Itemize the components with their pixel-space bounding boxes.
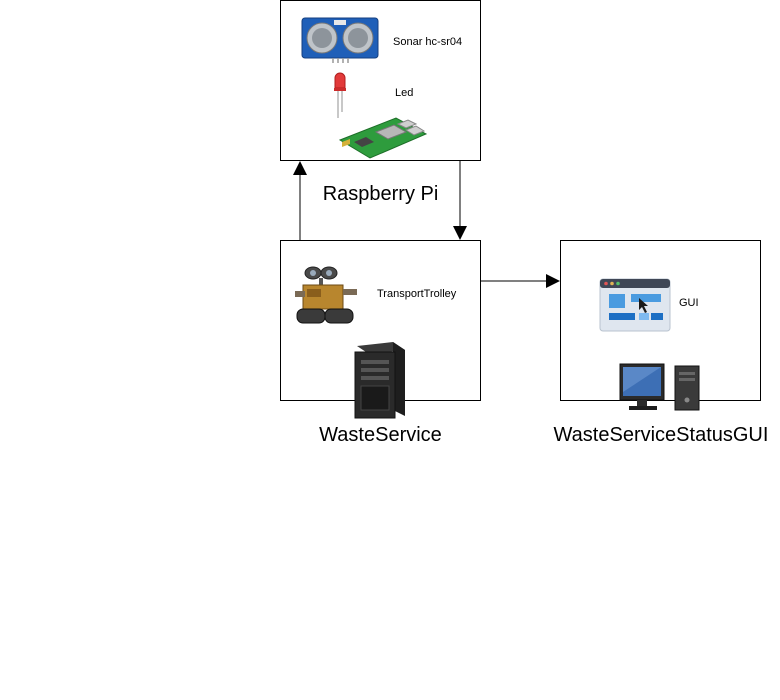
server-tower-icon xyxy=(349,340,411,425)
arrow-raspberry-to-waste-service xyxy=(453,161,467,240)
robot-icon xyxy=(293,263,365,332)
gui-label: GUI xyxy=(679,297,699,309)
ultrasonic-sensor-icon xyxy=(300,14,380,69)
app-window-icon xyxy=(599,278,671,337)
raspberry-pi-caption: Raspberry Pi xyxy=(322,183,439,205)
arrow-waste-service-to-status-gui xyxy=(481,274,560,288)
arrow-waste-service-to-raspberry xyxy=(293,161,307,240)
transport-trolley-label: TransportTrolley xyxy=(377,288,457,300)
led-icon xyxy=(333,70,347,125)
desktop-computer-icon xyxy=(619,362,703,419)
waste-service-caption: WasteService xyxy=(319,424,442,446)
led-label: Led xyxy=(395,87,414,99)
status-gui-caption: WasteServiceStatusGUI xyxy=(553,424,769,446)
sonar-label: Sonar hc-sr04 xyxy=(393,36,463,48)
raspberry-pi-board-icon xyxy=(336,114,428,167)
